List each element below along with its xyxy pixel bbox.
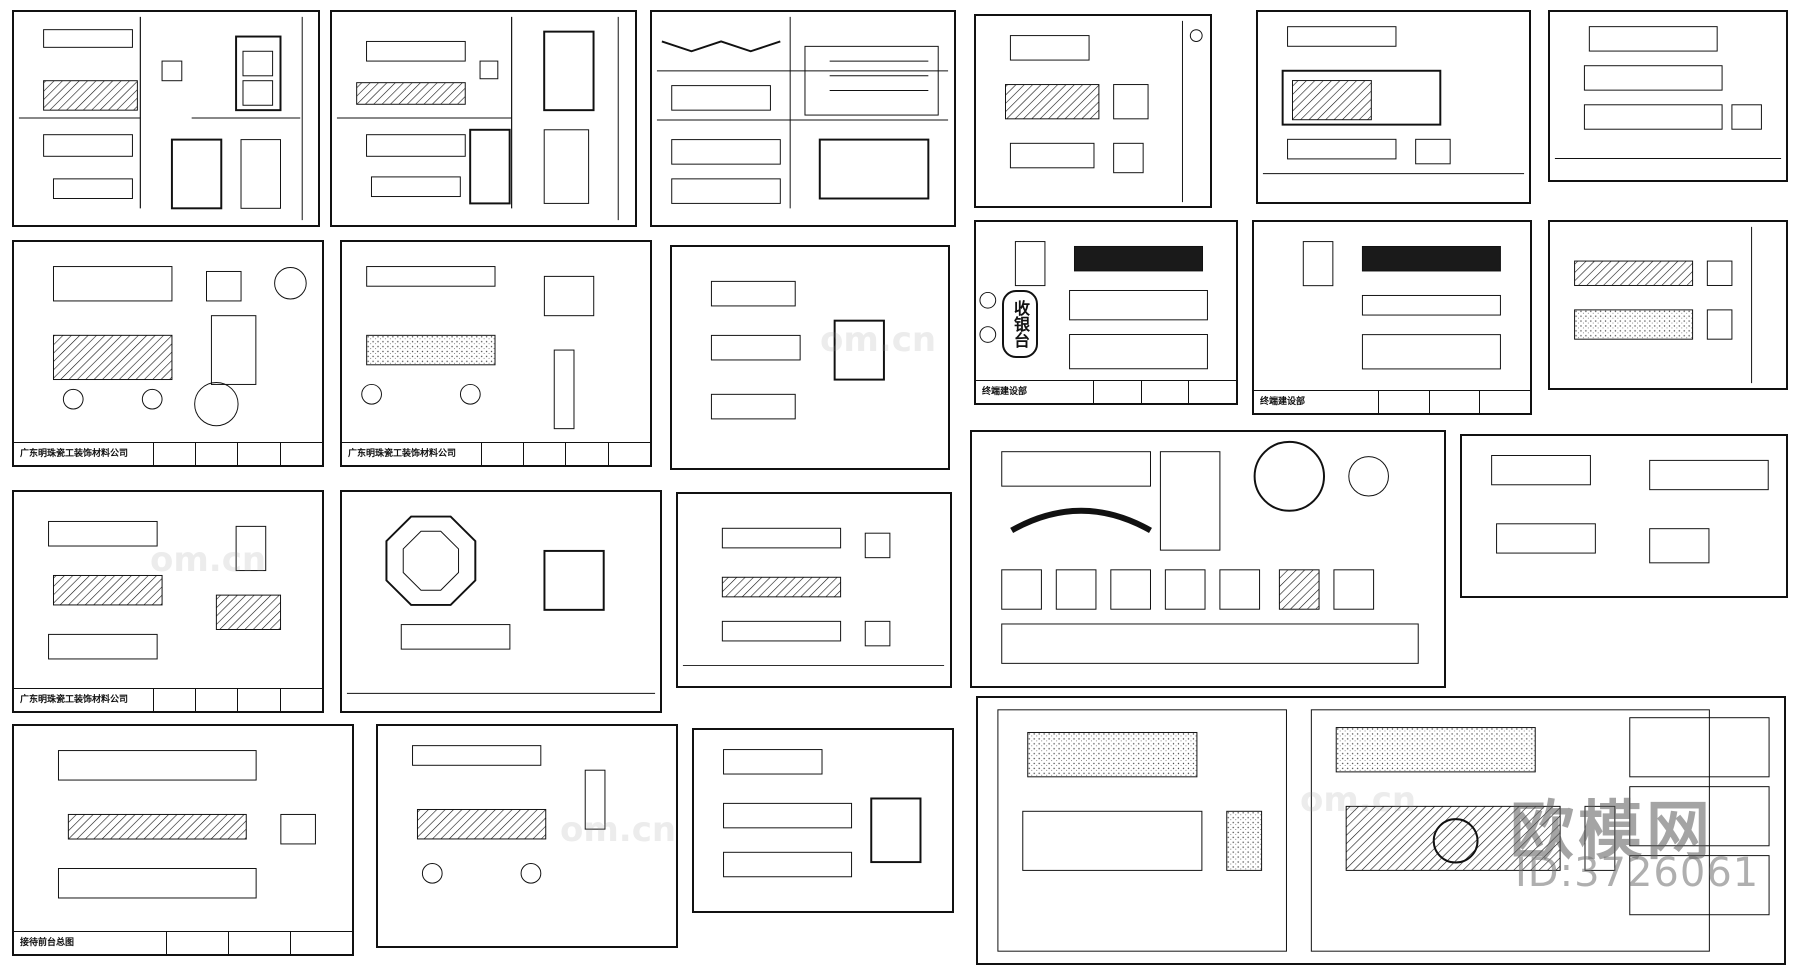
cad-drawing xyxy=(997,709,1770,952)
drawing-sheet-5[interactable] xyxy=(1256,10,1531,204)
drawing-sheet-11[interactable]: 终端建设部 xyxy=(1252,220,1532,415)
company-name: 广东明珠瓷工装饰材料公司 xyxy=(20,449,129,459)
drawing-sheet-10[interactable]: 收银台 终端建设部 xyxy=(974,220,1238,405)
drawing-sheet-8[interactable]: 广东明珠瓷工装饰材料公司 xyxy=(340,240,652,467)
cad-drawing xyxy=(723,749,922,878)
department-name: 终端建设部 xyxy=(1260,397,1306,407)
watermark-logo: 欧模网 xyxy=(1510,795,1714,869)
company-name: 广东明珠瓷工装饰材料公司 xyxy=(348,449,457,459)
drawing-sheet-13[interactable]: 广东明珠瓷工装饰材料公司 xyxy=(12,490,324,713)
drawing-sheet-2[interactable] xyxy=(330,10,637,227)
cad-drawing xyxy=(1005,20,1203,203)
cad-drawing xyxy=(1001,440,1419,664)
cad-drawing xyxy=(18,16,303,221)
drawing-sheet-12[interactable] xyxy=(1548,220,1788,390)
cad-drawing xyxy=(52,266,307,427)
drawing-sheet-3[interactable] xyxy=(650,10,956,227)
drawing-sheet-21[interactable] xyxy=(976,696,1786,965)
sheet-title: 接待前台总图 xyxy=(20,938,75,948)
cad-drawing xyxy=(1574,226,1753,384)
drawing-sheet-19[interactable] xyxy=(376,724,678,948)
cad-drawing xyxy=(361,266,595,430)
cashier-label: 收银台 xyxy=(1002,290,1038,358)
cad-drawing xyxy=(336,16,619,221)
watermark-id: ID:3726061 xyxy=(1515,850,1760,896)
cad-drawing xyxy=(1554,26,1782,159)
drawing-sheet-14[interactable] xyxy=(340,490,662,713)
cad-drawing xyxy=(710,280,885,420)
cad-drawing xyxy=(682,527,945,666)
drawing-sheet-7[interactable]: 广东明珠瓷工装饰材料公司 xyxy=(12,240,324,467)
cad-drawing xyxy=(1491,455,1769,564)
cad-drawing xyxy=(346,515,656,694)
title-block: 终端建设部 xyxy=(1254,390,1530,413)
cad-drawing xyxy=(979,241,1208,370)
department-name: 终端建设部 xyxy=(982,387,1028,397)
drawing-sheet-15[interactable] xyxy=(676,492,952,688)
cad-drawing xyxy=(656,16,949,209)
title-block: 广东明珠瓷工装饰材料公司 xyxy=(14,442,322,465)
drawing-sheet-20[interactable] xyxy=(692,728,954,913)
cad-drawing xyxy=(1262,26,1525,175)
drawing-sheet-17[interactable] xyxy=(1460,434,1788,598)
cad-drawing xyxy=(57,750,316,899)
company-name: 广东明珠瓷工装饰材料公司 xyxy=(20,695,129,705)
cad-drawing xyxy=(1302,241,1501,370)
drawing-sheet-18[interactable]: 接待前台总图 xyxy=(12,724,354,956)
drawing-sheet-4[interactable] xyxy=(974,14,1212,208)
title-block: 广东明珠瓷工装饰材料公司 xyxy=(14,688,322,711)
cad-drawing xyxy=(412,745,606,884)
drawing-sheet-16[interactable] xyxy=(970,430,1446,688)
drawing-sheet-9[interactable] xyxy=(670,245,950,470)
title-block: 广东明珠瓷工装饰材料公司 xyxy=(342,442,650,465)
drawing-sheet-1[interactable] xyxy=(12,10,320,227)
title-block: 接待前台总图 xyxy=(14,931,352,954)
title-block: 终端建设部 xyxy=(976,380,1236,403)
cad-drawing xyxy=(48,520,282,660)
drawing-sheet-6[interactable] xyxy=(1548,10,1788,182)
